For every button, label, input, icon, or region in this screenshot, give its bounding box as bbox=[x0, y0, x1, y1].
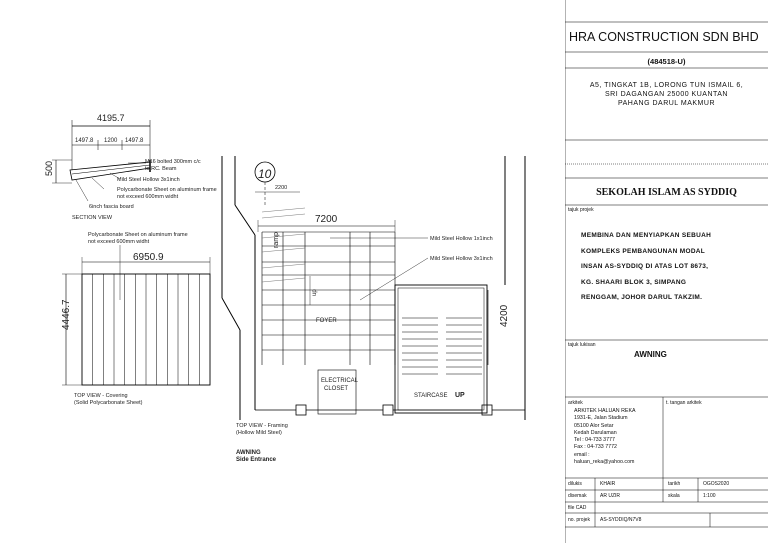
architect-sign-label: t. tangan arkitek bbox=[666, 400, 702, 406]
ramp-label: ramp bbox=[273, 232, 280, 248]
staircase-label: STAIRCASE bbox=[414, 393, 448, 399]
section-view: 4195.7 1497.8 1200 1497.8 500 M16 bolted… bbox=[44, 113, 217, 221]
cad-label: file CAD bbox=[568, 505, 587, 511]
disemak-value: AR UZIR bbox=[600, 493, 620, 499]
section-caption: SECTION VIEW bbox=[72, 215, 113, 221]
skala-value: 1:100 bbox=[703, 493, 716, 499]
company-name: HRA CONSTRUCTION SDN BHD bbox=[569, 30, 759, 44]
project-label: tajuk projek bbox=[568, 207, 594, 213]
section-height: 500 bbox=[44, 161, 54, 176]
company-address-3: PAHANG DARUL MAKMUR bbox=[617, 100, 715, 107]
drawing-sheet: 4195.7 1497.8 1200 1497.8 500 M16 bolted… bbox=[44, 113, 526, 463]
dilukis-value: KHAIR bbox=[600, 481, 616, 487]
grid-marker: 10 bbox=[258, 167, 272, 181]
section-note-1b: to RC. Beam bbox=[145, 166, 177, 172]
school-name: SEKOLAH ISLAM AS SYDDIQ bbox=[596, 187, 737, 198]
company-address-2: SRI DAGANGAN 25000 KUANTAN bbox=[605, 91, 728, 98]
section-note-4: 6inch fascia board bbox=[89, 204, 134, 210]
section-dim-a: 1497.8 bbox=[75, 138, 94, 144]
dim-small: 2200 bbox=[275, 185, 287, 191]
up-label-2: UP bbox=[455, 392, 465, 399]
covering-height: 4446.7 bbox=[61, 299, 72, 330]
plan-caption: TOP VIEW - Framing bbox=[236, 423, 288, 429]
section-note-2: Mild Steel Hollow 3x1inch bbox=[117, 177, 180, 183]
dim-width: 7200 bbox=[315, 214, 338, 225]
plan-title-2: Side Entrance bbox=[236, 457, 277, 463]
noprojek-value: AS-SYDDIQ/N7V8 bbox=[600, 517, 642, 523]
drawing-title: AWNING bbox=[634, 350, 667, 359]
plan-caption-2: (Hollow Mild Steel) bbox=[236, 430, 282, 436]
covering-caption-2: (Solid Polycarbonate Sheet) bbox=[74, 400, 143, 406]
plan-note-1: Mild Steel Hollow 1x1inch bbox=[430, 236, 493, 242]
tarikh-label: tarikh bbox=[668, 481, 681, 487]
tarikh-value: OGOS2020 bbox=[703, 481, 730, 487]
electrical-label-2: CLOSET bbox=[324, 386, 348, 392]
covering-width: 6950.9 bbox=[133, 252, 164, 263]
title-block: HRA CONSTRUCTION SDN BHD (484518-U) A5, … bbox=[565, 0, 768, 543]
electrical-label: ELECTRICAL bbox=[321, 378, 359, 384]
covering-note-b: not exceed 600mm widht bbox=[88, 239, 150, 245]
covering-caption: TOP VIEW - Covering bbox=[74, 393, 128, 399]
section-dim-c: 1497.8 bbox=[125, 138, 144, 144]
disemak-label: disemak bbox=[568, 493, 587, 499]
dim-depth: 4200 bbox=[499, 304, 510, 327]
covering-note: Polycarbonate Sheet on aluminum frame bbox=[88, 232, 188, 238]
section-note-3: Polycarbonate Sheet on aluminum frame bbox=[117, 187, 217, 193]
noprojek-label: no. projek bbox=[568, 517, 590, 523]
company-address-1: A5, TINGKAT 1B, LORONG TUN ISMAIL 6, bbox=[589, 82, 744, 89]
section-note-1: M16 bolted 300mm c/c bbox=[145, 159, 201, 165]
architect-label: arkitek bbox=[568, 400, 583, 406]
top-view-covering: Polycarbonate Sheet on aluminum frame no… bbox=[61, 232, 211, 406]
plan-title: AWNING bbox=[236, 450, 261, 456]
up-label-1: up bbox=[312, 289, 318, 296]
dilukis-label: dilukis bbox=[568, 481, 582, 487]
section-note-3b: not exceed 600mm widht bbox=[117, 194, 179, 200]
project-lines: MEMBINA DAN MENYIAPKAN SEBUAH KOMPLEKS P… bbox=[581, 232, 712, 301]
company-reg: (484518-U) bbox=[647, 57, 686, 66]
foyer-label: FOYER bbox=[316, 318, 337, 324]
section-dim-total: 4195.7 bbox=[97, 113, 125, 123]
drawing-title-label: tajuk lukisan bbox=[568, 342, 596, 348]
skala-label: skala bbox=[668, 493, 680, 499]
framing-plan: 10 2200 7200 bbox=[221, 156, 526, 463]
architect-details: ARKITEK HALUAN REKA 1931-E, Jalan Stadiu… bbox=[574, 408, 636, 466]
plan-note-2: Mild Steel Hollow 3x1inch bbox=[430, 256, 493, 262]
section-dim-b: 1200 bbox=[104, 138, 118, 144]
